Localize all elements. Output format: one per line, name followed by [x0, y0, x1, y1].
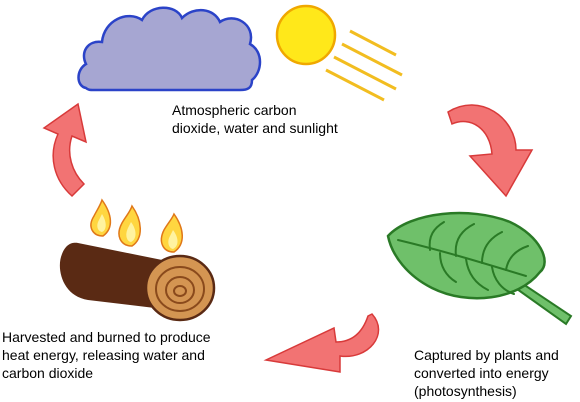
flame-icon	[90, 198, 112, 237]
sun-ray	[333, 55, 397, 91]
leaf-icon	[386, 211, 573, 326]
sun-rays	[325, 29, 403, 102]
sun-disc	[275, 4, 337, 66]
label-burn: Harvested and burned to produce heat ene…	[2, 328, 211, 382]
label-line: carbon dioxide	[2, 365, 94, 381]
leaf-vein	[454, 223, 475, 257]
log-icon	[59, 242, 216, 322]
leaf-vein	[505, 245, 529, 271]
label-atmosphere: Atmospheric carbon dioxide, water and su…	[172, 101, 338, 137]
label-line: Harvested and burned to produce	[2, 329, 211, 345]
sun-ray	[325, 68, 385, 102]
label-line: dioxide, water and sunlight	[172, 120, 338, 136]
flame-group	[90, 198, 183, 253]
label-line: Atmospheric carbon	[172, 102, 297, 118]
log-ring	[173, 285, 187, 297]
label-plants: Captured by plants and converted into en…	[414, 346, 559, 400]
log-ring	[165, 276, 195, 304]
curved-arrow-icon	[42, 102, 88, 198]
sun-ray	[349, 29, 397, 57]
leaf-blade	[386, 211, 546, 300]
leaf-vein	[439, 252, 457, 283]
curved-arrow-icon	[447, 104, 534, 198]
leaf-veins	[397, 221, 529, 295]
leaf-vein	[428, 221, 445, 251]
label-line: (photosynthesis)	[414, 383, 517, 399]
log-ring	[155, 266, 205, 312]
leaf-vein	[491, 266, 515, 295]
cloud-icon	[77, 6, 262, 92]
leaf-midrib	[397, 239, 527, 277]
label-line: Captured by plants and	[414, 347, 559, 363]
curved-arrow-icon	[263, 313, 380, 373]
leaf-vein	[465, 258, 489, 291]
label-line: heat energy, releasing water and	[2, 347, 205, 363]
label-line: converted into energy	[414, 365, 549, 381]
flame-icon	[160, 212, 183, 253]
leaf-vein	[481, 231, 503, 264]
sun-ray	[341, 42, 403, 77]
flame-icon	[118, 204, 141, 247]
sun-icon	[275, 4, 403, 102]
